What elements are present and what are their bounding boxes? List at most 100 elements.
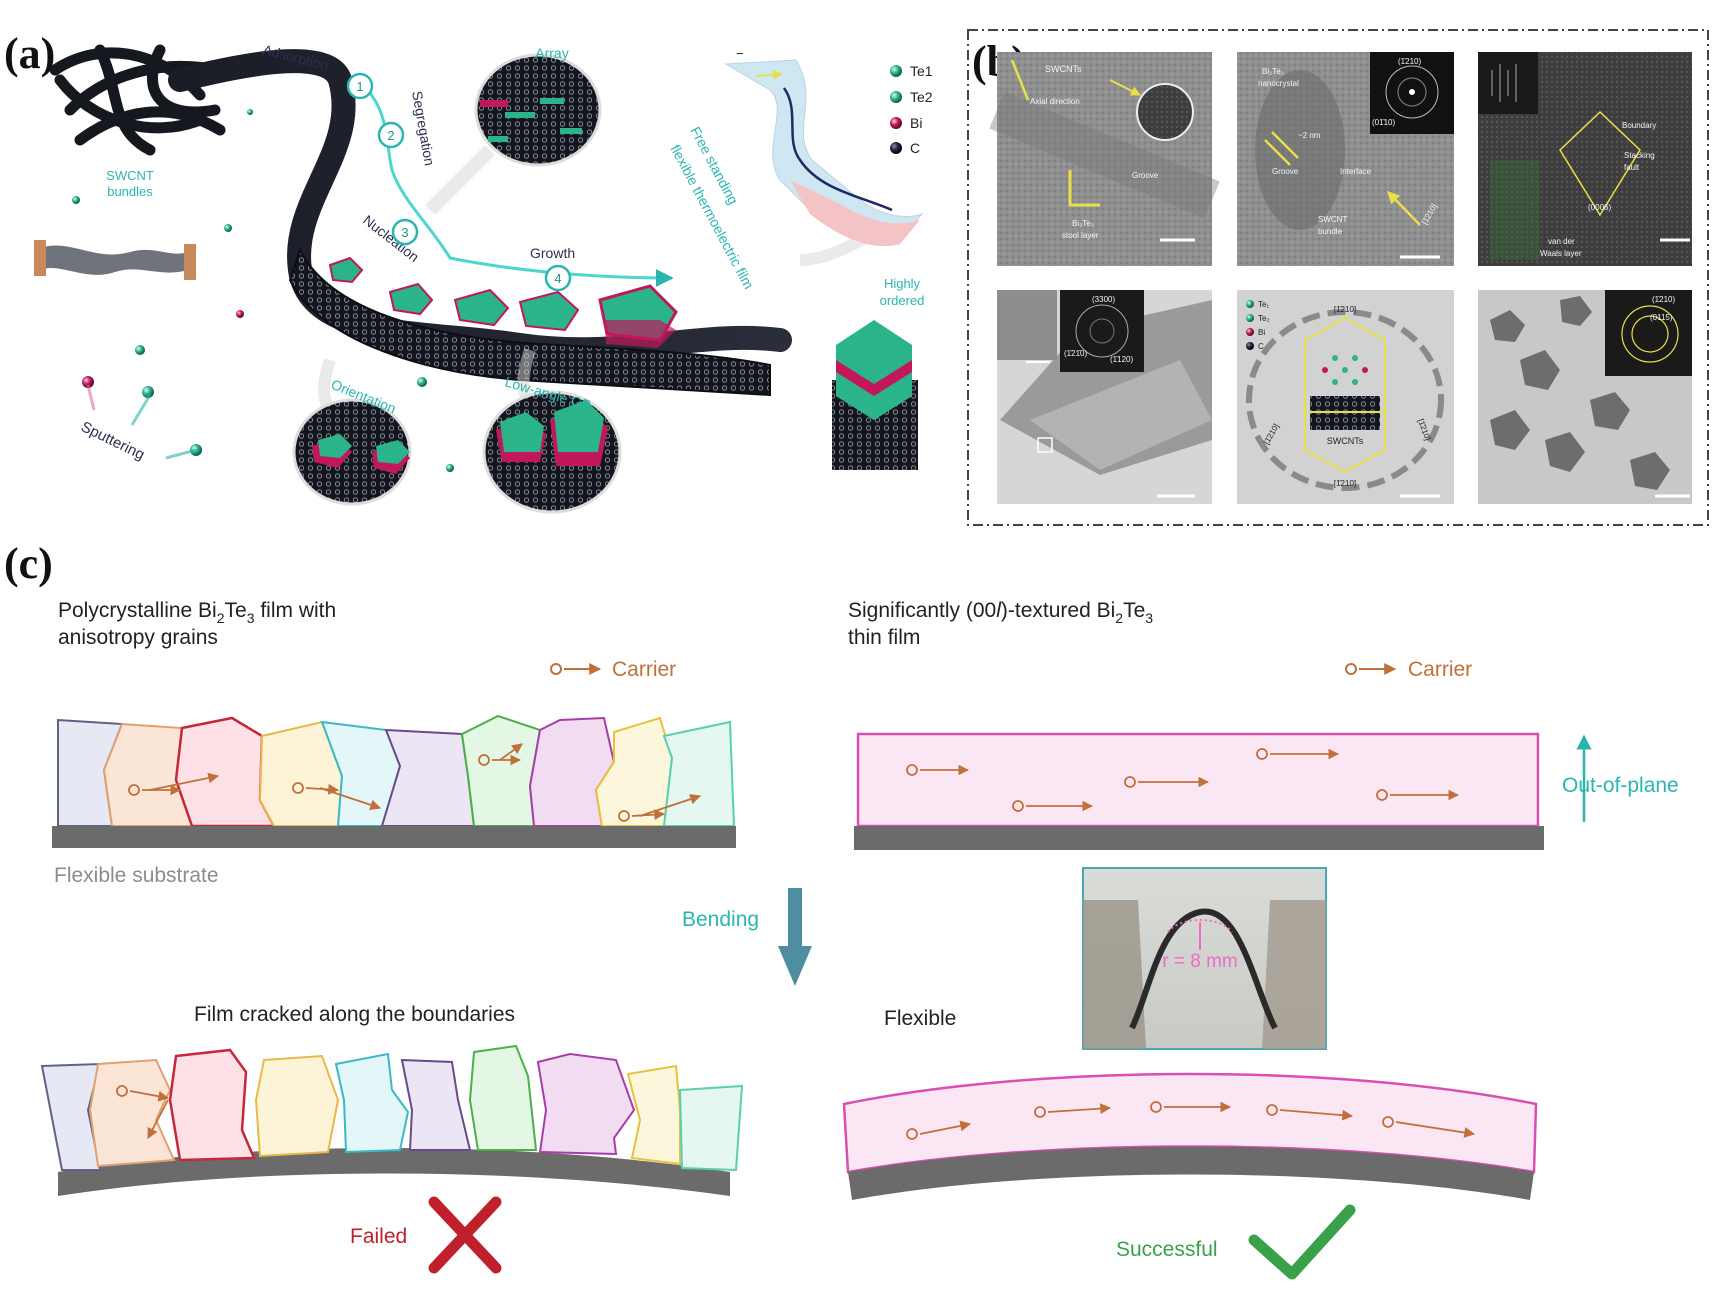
callout-array: Array	[425, 45, 602, 215]
legend-te2: Te2	[910, 89, 933, 105]
panel-a: (a) SWCNT bundles	[4, 29, 933, 514]
step-growth: Growth	[530, 245, 575, 261]
tem5-atom-grid	[1322, 355, 1368, 385]
legend-bi-swatch	[890, 117, 902, 129]
cracked-film	[40, 1044, 744, 1196]
tem1-stool-2: stool layer	[1062, 231, 1099, 240]
tem1-axial: Axial direction	[1030, 97, 1080, 106]
cracked-grain-7	[468, 1044, 538, 1151]
tem3-vdw-1: van der	[1548, 237, 1575, 246]
tem2-fft-2: (01̄10)	[1372, 118, 1395, 127]
tem-image-2: Bi₂Te₃ nanocrystal ~2 nm Groove Interfac…	[1237, 52, 1454, 266]
step-segregation: Segregation	[409, 90, 438, 167]
polycrystalline-film	[52, 714, 736, 848]
right-carriers-bottom	[906, 1101, 1476, 1140]
tem3-vdw-2: Waals layer	[1540, 249, 1582, 258]
tem-image-6: (1̄210) (0115)	[1478, 290, 1692, 504]
grain-7	[460, 714, 542, 827]
callout-highly-ordered: Highly ordered	[799, 224, 925, 470]
cracked-grain-6	[400, 1058, 472, 1151]
bending-arrow	[778, 888, 812, 986]
left-title-line1: Polycrystalline Bi2Te3 film with	[58, 599, 336, 626]
panel-c-label: (c)	[4, 539, 53, 588]
cracked-grain-5	[334, 1052, 410, 1154]
ordered-label: ordered	[880, 293, 925, 308]
carrier-legend-left: Carrier	[550, 658, 676, 681]
failed-label: Failed	[350, 1225, 407, 1248]
tem1-swcnts: SWCNTs	[1045, 64, 1082, 74]
tem5-dir-top: [1̄210]	[1334, 305, 1356, 314]
swcnt-label-1: SWCNT	[106, 168, 154, 183]
tem2-fft-1: (1̄210)	[1398, 57, 1421, 66]
tem2-nano-1: Bi₂Te₃	[1262, 67, 1284, 76]
tem5-te2: Te₂	[1258, 314, 1270, 323]
swcnt-label-2: bundles	[107, 184, 153, 199]
tem-image-1: SWCNTs Axial direction Groove Bi₂Te₃ sto…	[989, 52, 1220, 266]
tem6-flakes	[1490, 296, 1670, 490]
tem1-groove: Groove	[1132, 171, 1159, 180]
array-label: Array	[535, 45, 568, 61]
tem6-fft-2: (0115)	[1650, 313, 1673, 322]
sputtering-label: Sputtering	[78, 418, 147, 463]
tem2-nano-2: nanocrystal	[1258, 79, 1299, 88]
substrate-left-top	[52, 826, 736, 848]
flexible-label: Flexible	[884, 1007, 956, 1030]
grain-3	[174, 716, 277, 828]
tem5-bi: Bi	[1258, 328, 1265, 337]
bending-label: Bending	[682, 908, 759, 931]
tem6-fft-1: (1̄210)	[1652, 295, 1675, 304]
tem2-interface: Interface	[1340, 167, 1372, 176]
panel-c: (c) Polycrystalline Bi2Te3 film with ani…	[4, 539, 1679, 1280]
textured-film	[854, 732, 1544, 850]
legend-te2-swatch	[890, 91, 902, 103]
carrier-label-left: Carrier	[612, 658, 676, 681]
substrate-right-bent	[848, 1146, 1534, 1200]
tem5-dir-bottom: [1̄210]	[1334, 479, 1356, 488]
tem1-stool-1: Bi₂Te₃	[1072, 219, 1094, 228]
tem-image-4: (3300) (1̄21̄0) (1̄120)	[997, 290, 1212, 504]
sputtered-atoms	[72, 109, 454, 472]
successful-label: Successful	[1116, 1238, 1218, 1261]
radius-label: r = 8 mm	[1162, 951, 1237, 972]
tem2-bundle-1: SWCNT	[1318, 215, 1347, 224]
success-check-icon	[1248, 1204, 1356, 1280]
step-3-badge: 3	[401, 225, 408, 240]
step-4-badge: 4	[554, 271, 561, 286]
tem2-dist: ~2 nm	[1298, 131, 1321, 140]
left-carriers-bottom	[116, 1085, 170, 1139]
substrate-right-top	[854, 826, 1544, 850]
free-film-minus: −	[736, 46, 744, 61]
out-of-plane-label: Out-of-plane	[1562, 774, 1679, 797]
textured-film-body	[856, 732, 1540, 828]
tem-image-5: Te₁ Te₂ Bi C SWCNTs [1̄210] [1̄210] [1̄2…	[1237, 290, 1454, 504]
tem2-groove: Groove	[1272, 167, 1299, 176]
tem2-bundle-2: bundle	[1318, 227, 1343, 236]
callout-orientation: Orientation	[292, 358, 412, 506]
panel-a-label: (a)	[4, 29, 55, 78]
grain-6	[380, 728, 476, 827]
left-title-line2: anisotropy grains	[58, 626, 218, 649]
legend-c-swatch	[890, 142, 902, 154]
legend-c: C	[910, 140, 920, 156]
crystals-along-fiber	[328, 256, 678, 348]
tem4-fft-1: (3300)	[1092, 295, 1115, 304]
step-2-badge: 2	[387, 128, 394, 143]
flexible-substrate-label: Flexible substrate	[54, 864, 219, 887]
carrier-legend-right: Carrier	[1345, 658, 1472, 681]
failed-cross-icon	[428, 1196, 502, 1274]
tem5-c: C	[1258, 342, 1264, 351]
tem5-swcnts: SWCNTs	[1327, 436, 1364, 446]
step-1-badge: 1	[356, 79, 363, 94]
bent-textured-film	[842, 1072, 1538, 1200]
cracked-grain-3	[168, 1048, 256, 1162]
tem-image-3: Boundary Stacking fault (0006) van der W…	[1478, 52, 1692, 266]
right-title-line2: thin film	[848, 626, 920, 649]
tem3-boundary: Boundary	[1622, 121, 1656, 130]
tem4-fft-3: (1̄120)	[1110, 355, 1133, 364]
tem5-te1: Te₁	[1258, 300, 1269, 309]
legend-te1-swatch	[890, 65, 902, 77]
panel-b-frame	[967, 29, 1709, 526]
grain-10	[662, 720, 736, 827]
left-carriers-top	[128, 743, 702, 822]
